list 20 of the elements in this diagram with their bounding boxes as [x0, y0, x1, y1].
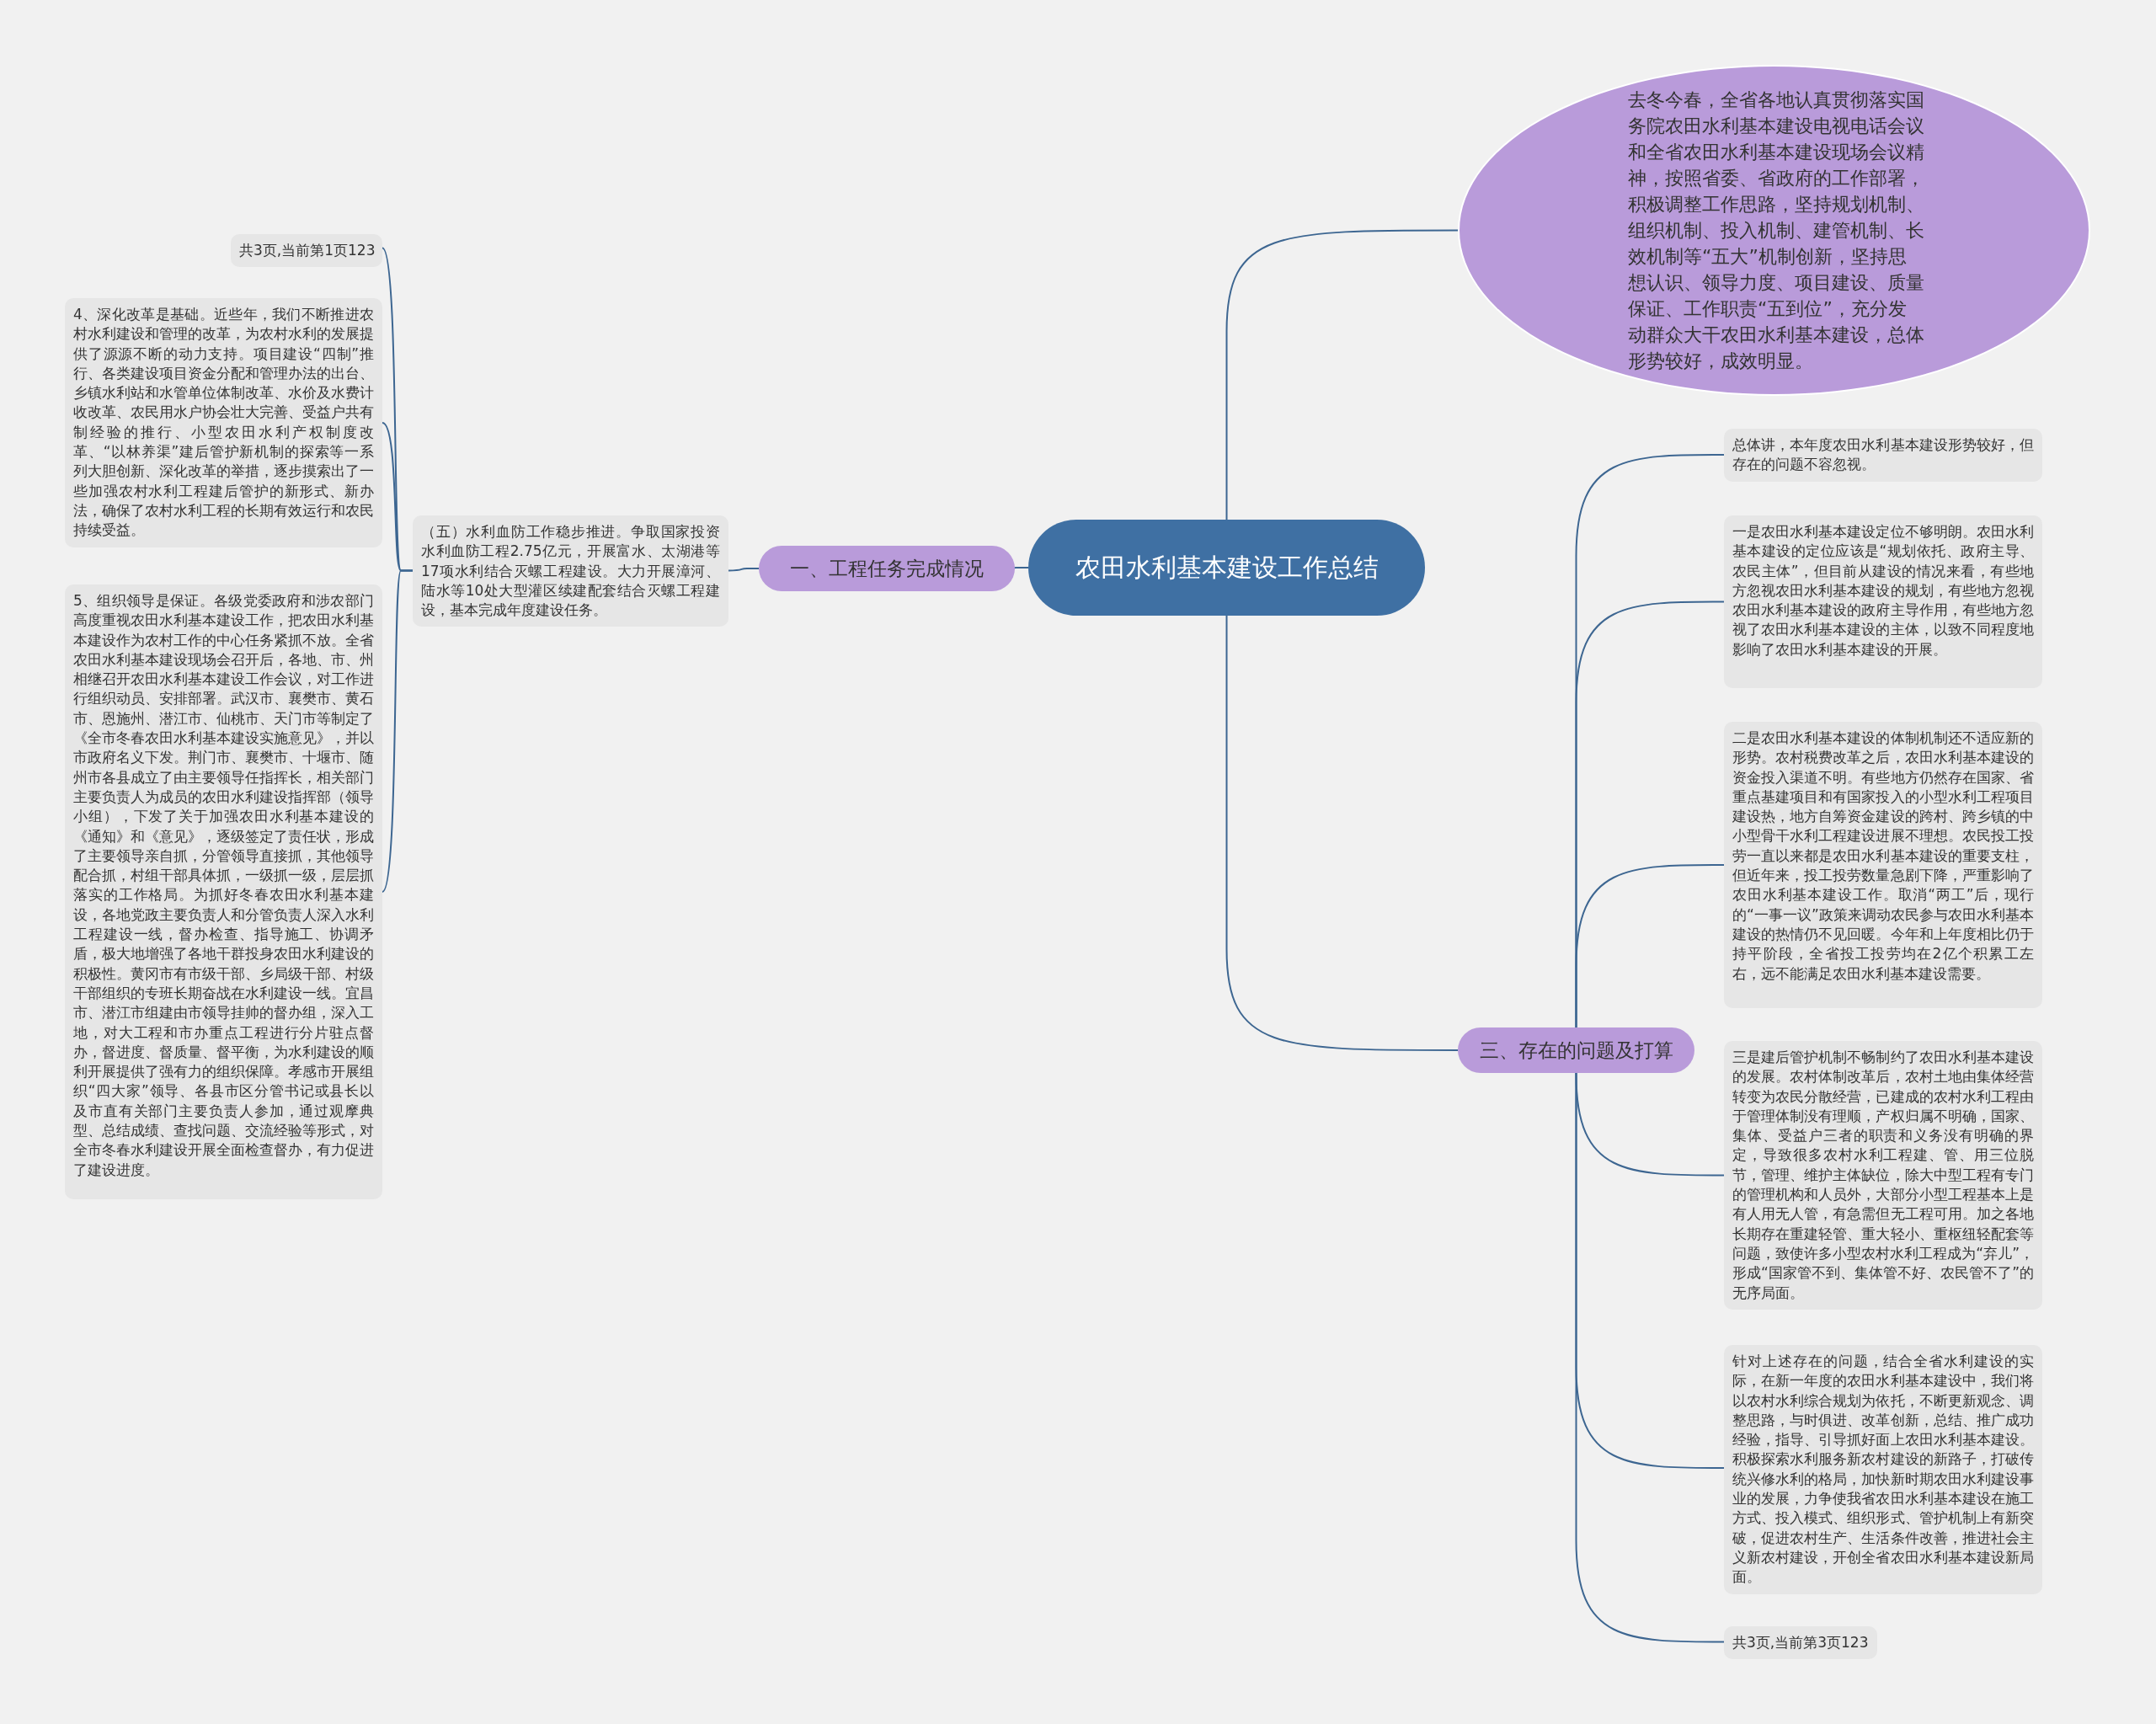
- branch-topic: 一、工程任务完成情况: [759, 546, 1015, 591]
- text-card: 一是农田水利基本建设定位不够明朗。农田水利基本建设的定位应该是“规划依托、政府主导、农民主体”，但目前从建设的情况来看，有些地方忽视农田水利基本建设的规划，有些地方忽视农田水利基本建设的政府主导作用，有些地方忽视了农田水利基本建设的主体，以致不同程度地影响了农田水利基本建设的开展。: [1724, 515, 2042, 688]
- connector-line: [1575, 864, 1725, 1028]
- text-card: （五）水利血防工作稳步推进。争取国家投资水利血防工程2.75亿元，开展富水、太湖港等17项水利结合灭螺工程建设。大力开展漳河、陆水等10处大型灌区续建配套结合灭螺工程建设，基本完成年度建设任务。: [413, 515, 728, 627]
- connector-line: [1575, 1072, 1725, 1643]
- page-indicator: 共3页,当前第1页123: [231, 234, 382, 268]
- branch-topic: 三、存在的问题及打算: [1458, 1027, 1694, 1073]
- connector-line: [1225, 229, 1459, 520]
- text-card: 二是农田水利基本建设的体制机制还不适应新的形势。农村税费改革之后，农田水利基本建设的资金投入渠道不明。有些地方仍然存在国家、省重点基建项目和有国家投入的小型水利工程项目建设热，地方自筹资金建设的跨村、跨乡镇的中小型骨干水利工程建设进展不理想。农民投工投劳一直以来都是农田水利基本建设的重要支柱，但近年来，投工投劳数量急剧下降，严重影响了农田水利基本建设工作。取消“两工”后，现行的“一事一议”政策来调动农民参与农田水利基本建设的热情仍不见回暖。今年和上年度相比仍于持平阶段，全省投工投劳均在2亿个积累工左右，远不能满足农田水利基本建设需要。: [1724, 722, 2042, 1008]
- page-indicator: 共3页,当前第3页123: [1724, 1626, 1877, 1660]
- text-card: 针对上述存在的问题，结合全省水利建设的实际，在新一年度的农田水利基本建设中，我们将以农村水利综合规划为依托，不断更新观念、调整思路，与时俱进、改革创新，总结、推广成功经验，指导、引导抓好面上农田水利基本建设。积极探索水利服务新农村建设的新路子，打破传统兴修水利的格局，加快新时期农田水利建设事业的发展，力争使我省农田水利基本建设在施工方式、投入模式、组织形式、管护机制上有新突破，促进农村生产、生活条件改善，推进社会主义新农村建设，开创全省农田水利基本建设新局面。: [1724, 1345, 2042, 1594]
- central-topic: 农田水利基本建设工作总结: [1028, 520, 1425, 616]
- connector-line: [1225, 615, 1459, 1051]
- text-card: 总体讲，本年度农田水利基本建设形势较好，但存在的问题不容忽视。: [1724, 429, 2042, 482]
- connector-line: [728, 568, 760, 572]
- text-card: 4、深化改革是基础。近些年，我们不断推进农村水利建设和管理的改革，为农村水利的发展提供了源源不断的动力支持。项目建设“四制”推行、各类建设项目资金分配和管理办法的出台、乡镇水利站和水管单位体制改革、水价及水费计收改革、农民用水户协会壮大完善、受益户共有制经验的推行、小型农田水利产权制度改革、“以林养渠”建后管护新机制的探索等一系列大胆创新、深化改革的举措，逐步摸索出了一些加强农村水利工程建后管护的新形式、新办法，确保了农村水利工程的长期有效运行和农民持续受益。: [65, 298, 382, 547]
- text-card: 三是建后管护机制不畅制约了农田水利基本建设的发展。农村体制改革后，农村土地由集体经营转变为农民分散经营，已建成的农村水利工程由于管理体制没有理顺，产权归属不明确，国家、集体、受益户三者的职责和义务没有明确的界定，导致很多农村水利工程建、管、用三位脱节，管理、维护主体缺位，除大中型工程有专门的管理机构和人员外，大部分小型工程基本上是有人用无人管，有急需但无工程可用。加之各地长期存在重建轻管、重大轻小、重枢纽轻配套等问题，致使许多小型农村水利工程成为“弃儿”，形成“国家管不到、集体管不好、农民管不了”的无序局面。: [1724, 1041, 2042, 1310]
- topic-ellipse: 去冬今春，全省各地认真贯彻落实国务院农田水利基本建设电视电话会议和全省农田水利基本建设现场会议精神，按照省委、省政府的工作部署，积极调整工作思路，坚持规划机制、组织机制、投入机制、建管机制、长效机制等“五大”机制创新，坚持思想认识、领导力度、项目建设、质量保证、工作职责“五到位”，充分发动群众大干农田水利基本建设，总体形势较好，成效明显。: [1458, 65, 2090, 396]
- connector-line: [382, 569, 414, 893]
- text-card: 5、组织领导是保证。各级党委政府和涉农部门高度重视农田水利基本建设工作，把农田水利基本建设作为农村工作的中心任务紧抓不放。全省农田水利基本建设现场会召开后，各地、市、州相继召开农田水利基本建设工作会议，对工作进行组织动员、安排部署。武汉市、襄樊市、黄石市、恩施州、潜江市、仙桃市、天门市等制定了《全市冬春农田水利基本建设实施意见》，并以市政府名义下发。荆门市、襄樊市、十堰市、随州市各县成立了由主要领导任指挥长，相关部门主要负责人为成员的农田水利建设指挥部（领导小组），下发了关于加强农田水利基本建设的《通知》和《意见》，逐级签定了责任状，形成了主要领导亲自抓，分管领导直接抓，其他领导配合抓，村组干部具体抓，一级抓一级，层层抓落实的工作格局。为抓好冬春农田水利基本建设，各地党政主要负责人和分管负责人深入水利工程建设一线，督办检查、指导施工、协调矛盾，极大地增强了各地干群投身农田水利建设的积极性。黄冈市有市级干部、乡局级干部、村级干部组织的专班长期奋战在水利建设一线。宜昌市、潜江市组建由市领导挂帅的督办组，深入工地，对大工程和市办重点工程进行分片驻点督办，督进度、督质量、督平衡，为水利建设的顺利开展提供了强有力的组织保障。孝感市开展组织“四大家”领导、各县市区分管书记或县长以及市直有关部门主要负责人参加，通过观摩典型、总结成绩、查找问题、交流经验等形式，对全市冬春水利建设开展全面检查督办，有力促进了建设进度。: [65, 584, 382, 1199]
